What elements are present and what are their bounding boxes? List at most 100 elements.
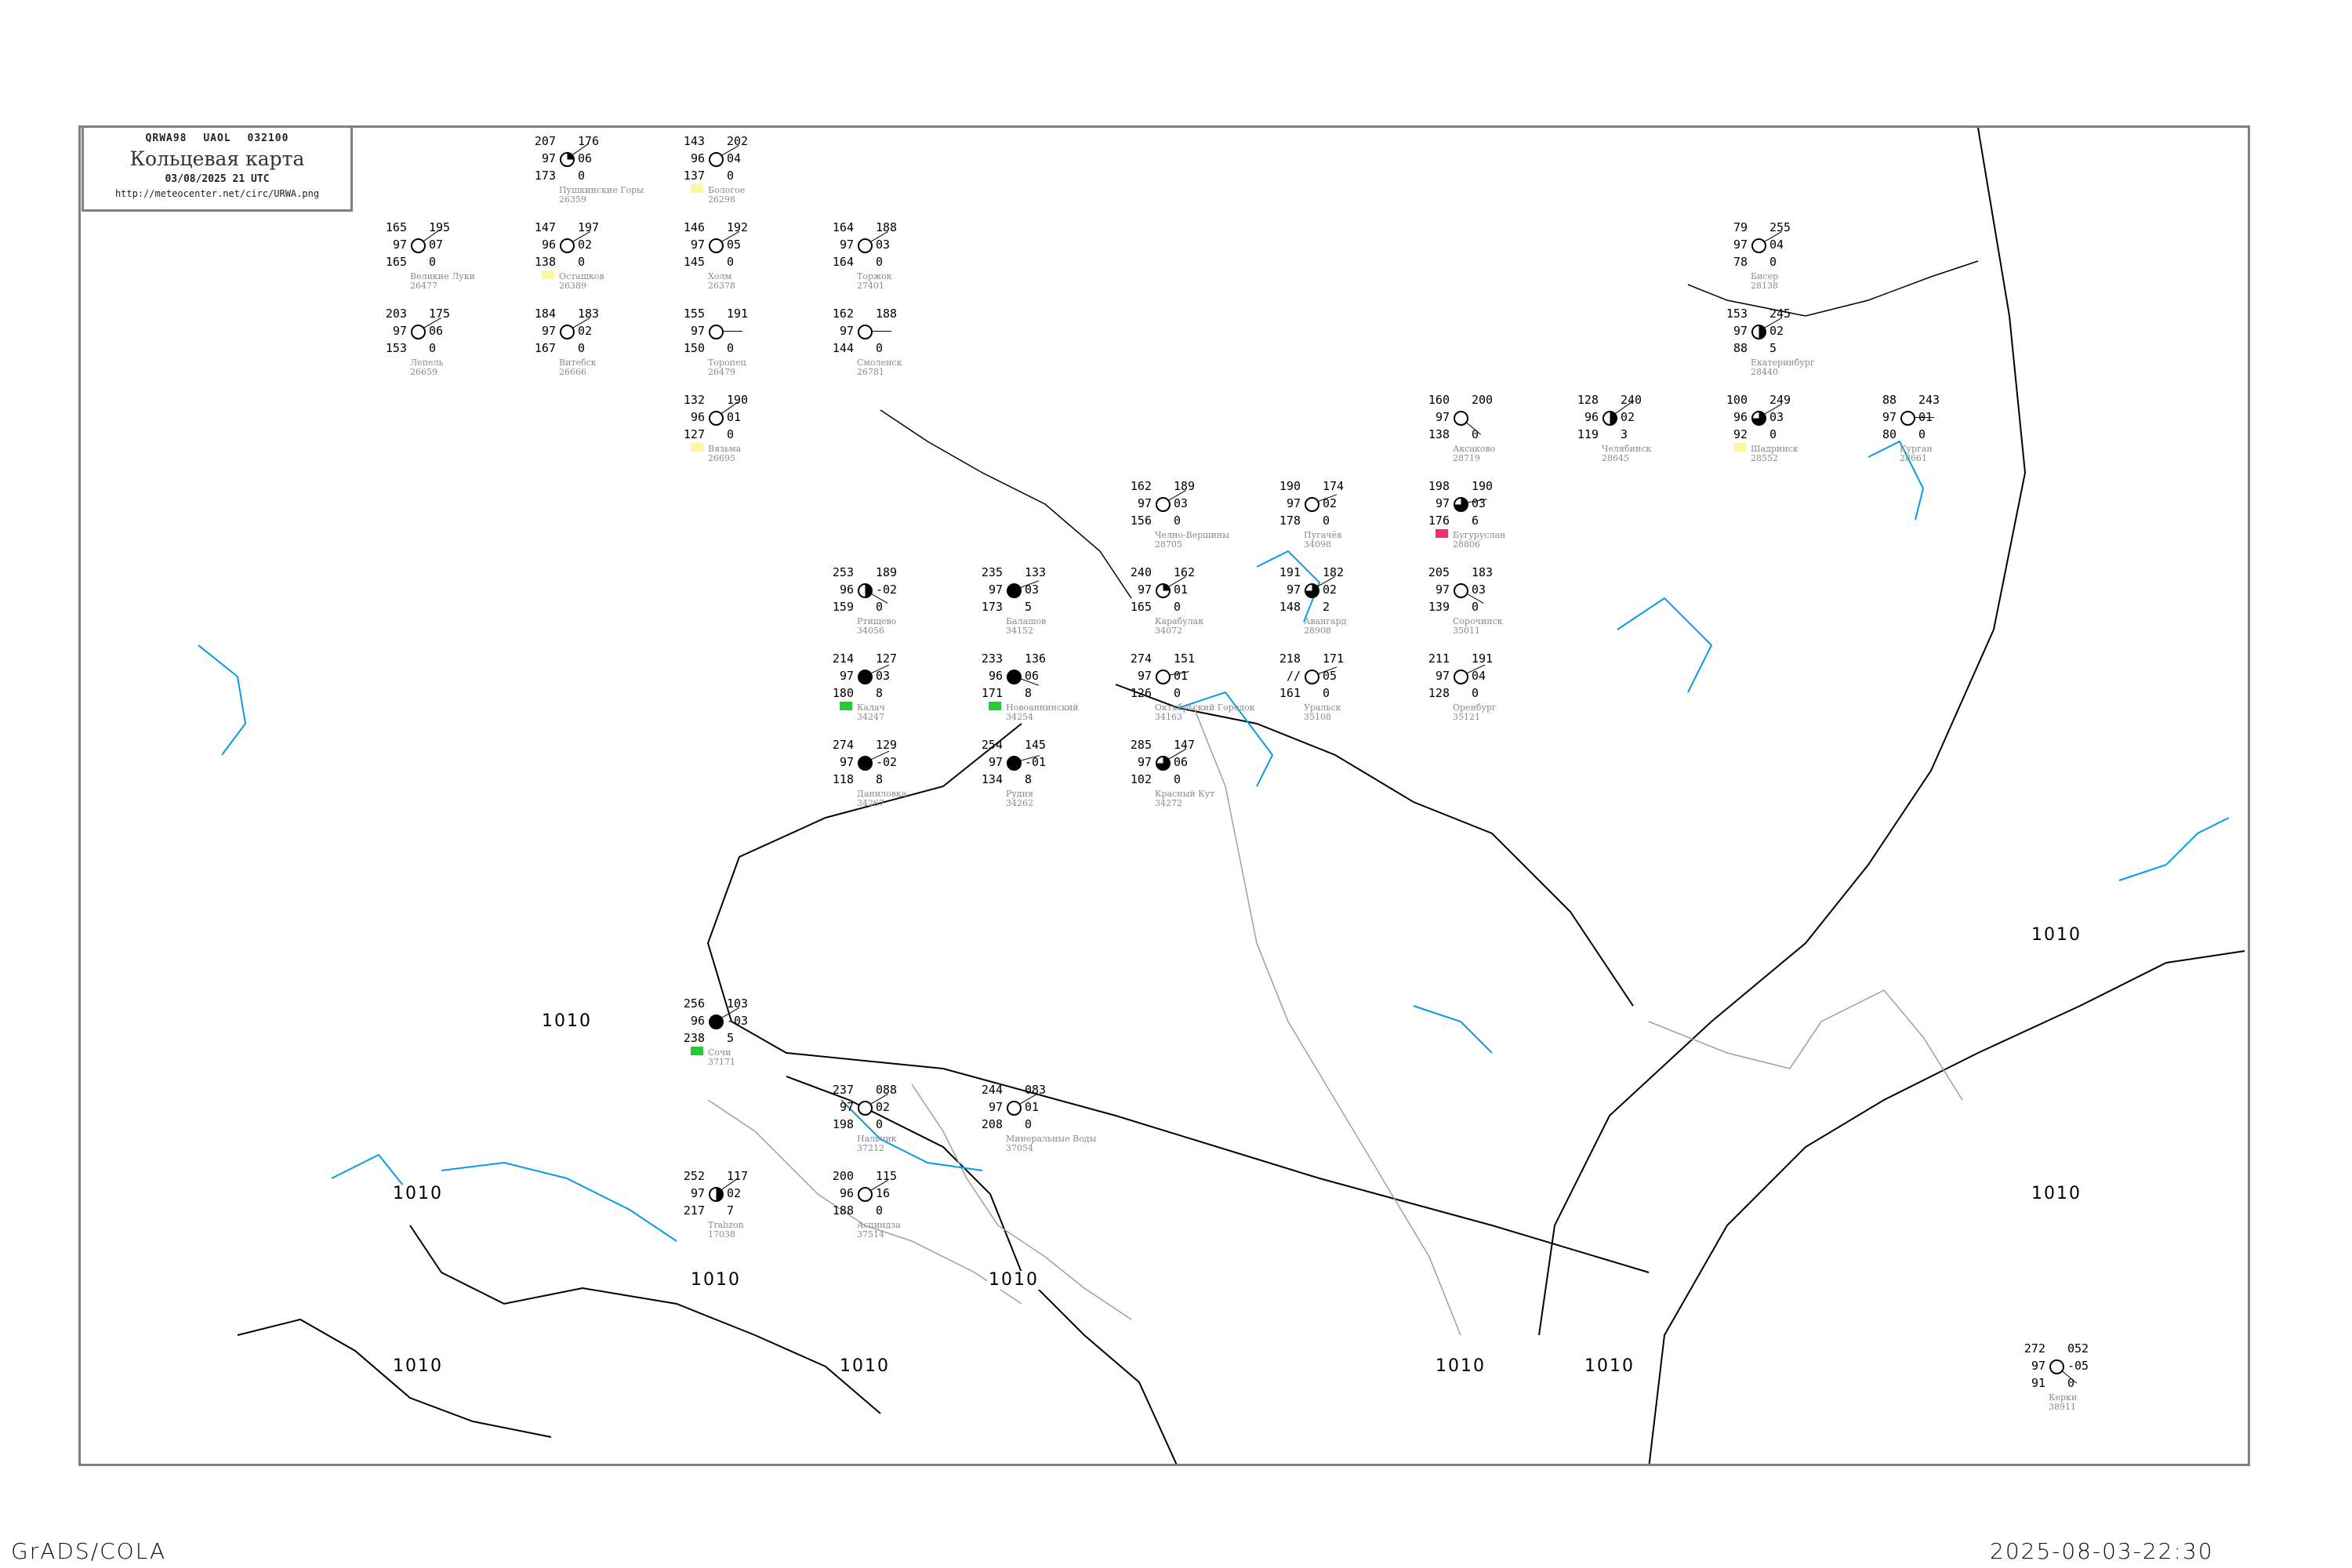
station-value-br: 0 — [727, 427, 735, 441]
station-name: Осташков — [559, 271, 604, 281]
station-value-br: 8 — [1025, 686, 1033, 700]
station-id: 28138 — [1751, 281, 1778, 291]
station-value-tr: 189 — [1174, 479, 1196, 493]
isobar-label: 1010 — [540, 1011, 593, 1031]
station-value-br: 0 — [876, 255, 884, 269]
station-value-tr: 147 — [1174, 738, 1196, 752]
station-value-tl: 256 — [683, 996, 705, 1011]
cloud-cover-icon — [1156, 497, 1171, 512]
station-value-tl: 162 — [832, 307, 854, 321]
station-value-mr: 03 — [1174, 496, 1189, 510]
isotherm-line — [1178, 691, 1274, 787]
cloud-cover-icon — [411, 238, 426, 253]
station-value-bl: 159 — [832, 600, 854, 614]
station-value-ml: 97 — [2031, 1359, 2045, 1373]
station-value-tr: 088 — [876, 1083, 898, 1097]
station-value-bl: 217 — [683, 1203, 705, 1218]
station-value-mr: 02 — [727, 1186, 742, 1200]
map-lines — [198, 128, 2245, 1464]
station-value-tr: 151 — [1174, 652, 1196, 666]
station-value-mr: 03 — [876, 238, 891, 252]
isobar-line — [1115, 684, 1634, 1007]
station-value-tl: 190 — [1279, 479, 1301, 493]
station-value-tl: 253 — [832, 565, 854, 579]
station-value-tl: 162 — [1130, 479, 1152, 493]
station-value-br: 0 — [1323, 514, 1330, 528]
station-name: Сочи — [708, 1047, 731, 1058]
station-id: 26298 — [708, 194, 735, 205]
station-name: Бугуруслан — [1453, 530, 1506, 540]
station-value-ml: 96 — [541, 238, 556, 252]
station-id: 37212 — [857, 1143, 884, 1153]
station-value-ml: 97 — [1137, 669, 1152, 683]
station-value-ml: 96 — [690, 151, 705, 165]
station-value-ml: 97 — [690, 1186, 705, 1200]
station-value-br: 0 — [876, 1203, 884, 1218]
station-value-bl: 148 — [1279, 600, 1301, 614]
station-value-tr: 191 — [1472, 652, 1494, 666]
station-value-bl: 92 — [1733, 427, 1748, 441]
cloud-cover-icon — [1007, 583, 1022, 598]
map-title: Кольцевая карта — [129, 147, 305, 170]
station-id: 26781 — [857, 367, 884, 377]
station-name: Челно-Вершины — [1155, 530, 1229, 540]
station-value-tr: 174 — [1323, 479, 1345, 493]
station-value-bl: 119 — [1577, 427, 1599, 441]
station-value-br: 5 — [727, 1031, 735, 1045]
isotherm-line — [331, 1153, 411, 1195]
cloud-cover-icon — [1454, 670, 1468, 684]
station-value-ml: 96 — [839, 1186, 854, 1200]
isotherm-line — [441, 1161, 677, 1242]
station-value-br: 0 — [1174, 600, 1181, 614]
station-value-tl: 191 — [1279, 565, 1301, 579]
cloud-cover-icon — [858, 583, 873, 598]
station-id: 34254 — [1006, 712, 1033, 722]
station-value-br: 5 — [1769, 341, 1777, 355]
station-value-ml: 97 — [839, 669, 854, 683]
station-value-tr: 083 — [1025, 1083, 1047, 1097]
station-value-ml: 97 — [690, 324, 705, 338]
wind-barb-icon — [1907, 417, 1934, 418]
station-id: 17038 — [708, 1229, 735, 1240]
cloud-cover-icon — [709, 411, 724, 426]
station-value-tr: 200 — [1472, 393, 1494, 407]
station-value-mr: 01 — [1174, 669, 1189, 683]
station-name: Балашов — [1006, 616, 1047, 626]
station-value-tr: 188 — [876, 220, 898, 234]
station-value-mr: 05 — [727, 238, 742, 252]
station-value-tr: 162 — [1174, 565, 1196, 579]
isobar-label: 1010 — [689, 1270, 742, 1290]
station-name: Челябинск — [1602, 444, 1652, 454]
station-value-br: 0 — [2067, 1376, 2075, 1390]
cloud-cover-icon — [858, 325, 873, 339]
station-value-mr: 07 — [429, 238, 444, 252]
station-name: Лепель — [410, 358, 444, 368]
cloud-cover-icon — [1751, 411, 1766, 426]
station-value-br: 0 — [1769, 427, 1777, 441]
isobar-label: 1010 — [1434, 1356, 1487, 1376]
station-id: 28806 — [1453, 539, 1480, 550]
cloud-cover-icon — [709, 152, 724, 167]
station-value-tl: 128 — [1577, 393, 1599, 407]
station-value-ml: 97 — [1435, 583, 1450, 597]
station-name: Калач — [857, 702, 885, 713]
station-value-br: 0 — [876, 341, 884, 355]
station-value-ml: 97 — [541, 324, 556, 338]
station-value-mr: -03 — [727, 1014, 749, 1028]
station-id: 28719 — [1453, 453, 1480, 463]
map-datetime: 03/08/2025 21 UTC — [165, 173, 270, 185]
cloud-cover-icon — [1454, 497, 1468, 512]
station-value-bl: 139 — [1428, 600, 1450, 614]
